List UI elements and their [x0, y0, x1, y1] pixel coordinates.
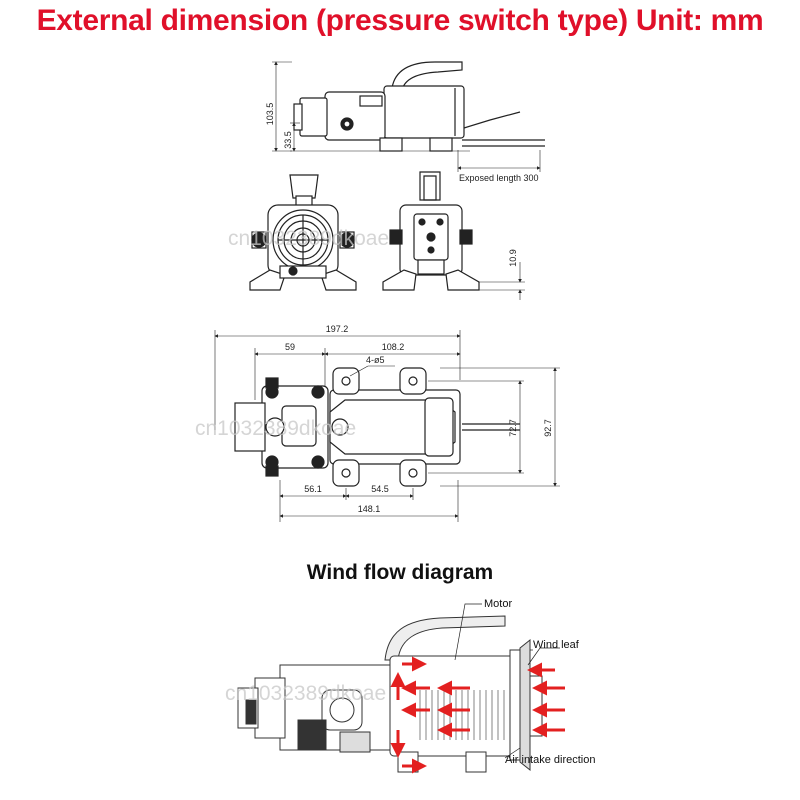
height-base-label: 33.5 — [283, 131, 293, 149]
wind-flow-title: Wind flow diagram — [306, 561, 494, 584]
front-to-hole-label: 56.1 — [304, 484, 322, 494]
watermark: cn1032389dkoae — [195, 417, 356, 440]
wind-flow-leaders — [454, 603, 560, 759]
motor-label: Motor — [484, 598, 512, 610]
mount-width-outer-label: 92.7 — [543, 419, 553, 437]
motor-length-label: 108.2 — [382, 342, 405, 352]
cable-length-label: Exposed length 300 — [459, 173, 539, 183]
body-length-label: 148.1 — [358, 504, 381, 514]
top-view — [234, 367, 520, 487]
hole-note-label: 4-ø5 — [366, 355, 385, 365]
mount-width-inner-label: 72.7 — [508, 419, 518, 437]
page-title: External dimension (pressure switch type… — [36, 4, 764, 37]
rear-view — [382, 171, 480, 291]
wind-leaf-label: Wind leaf — [533, 639, 580, 651]
side-view-dimensions — [272, 61, 541, 172]
pump-length-label: 59 — [285, 342, 295, 352]
air-intake-label: Air intake direction — [505, 754, 596, 766]
wind-flow-pump — [237, 615, 543, 773]
watermark: cn1032389dkoae — [225, 682, 386, 705]
watermark: cn1032389dkoae — [228, 227, 389, 250]
hole-spacing-label: 54.5 — [371, 484, 389, 494]
side-view — [290, 61, 545, 152]
front-view — [249, 174, 357, 291]
air-flow-arrows — [390, 656, 565, 774]
rear-view-dimensions — [478, 262, 525, 300]
foot-height-label: 10.9 — [508, 249, 518, 267]
top-view-dimensions — [214, 330, 560, 522]
height-total-label: 103.5 — [265, 103, 275, 126]
overall-length-label: 197.2 — [326, 324, 349, 334]
